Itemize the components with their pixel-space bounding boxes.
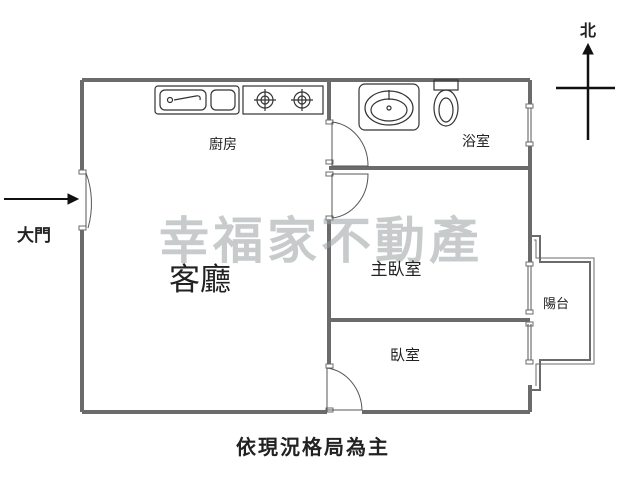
kitchen-bath-door bbox=[331, 121, 369, 167]
balcony bbox=[532, 235, 595, 391]
room-label-balcony: 陽台 bbox=[543, 297, 569, 312]
compass bbox=[556, 42, 615, 140]
toilet bbox=[433, 79, 459, 127]
room-label-bathroom: 浴室 bbox=[462, 133, 490, 150]
balcony-sliding-doors bbox=[527, 266, 532, 360]
gas-stove bbox=[242, 85, 324, 115]
bathroom-basin bbox=[358, 83, 420, 131]
bath-window bbox=[527, 108, 532, 142]
master-bedroom-door bbox=[331, 173, 369, 219]
doors bbox=[85, 108, 532, 412]
watermark: 幸福家不動產 bbox=[159, 212, 483, 270]
entrance-door bbox=[85, 172, 92, 229]
caption: 依現況格局為主 bbox=[236, 435, 390, 459]
bedroom-door bbox=[326, 367, 363, 412]
room-label-master-bedroom: 主臥室 bbox=[371, 260, 422, 280]
compass-north-label: 北 bbox=[580, 21, 596, 40]
north-arrow-icon bbox=[582, 42, 594, 55]
room-label-living-room: 客廳 bbox=[169, 262, 231, 298]
kitchen-sink bbox=[154, 85, 240, 115]
entrance-arrow-icon bbox=[4, 193, 80, 205]
room-label-bedroom: 臥室 bbox=[390, 346, 420, 364]
entrance-label: 大門 bbox=[17, 225, 51, 246]
room-label-kitchen: 廚房 bbox=[209, 136, 237, 153]
